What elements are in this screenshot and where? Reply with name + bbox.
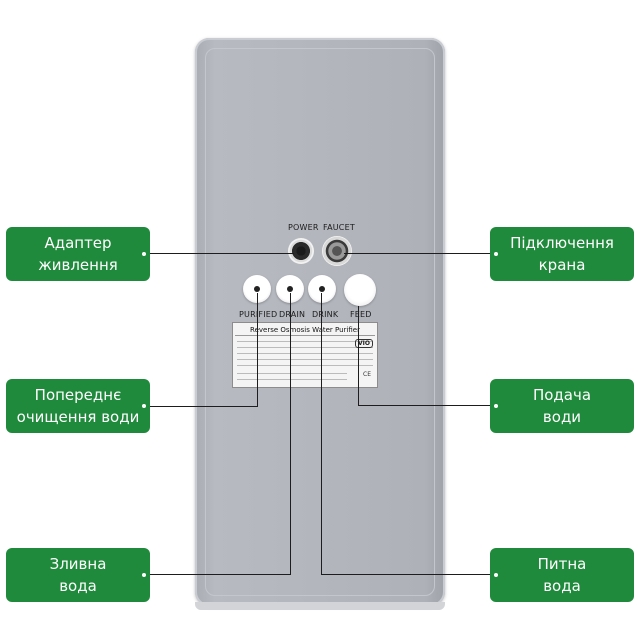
callout-faucet-connection: Підключення крана <box>490 227 634 281</box>
callout-dot <box>494 252 498 256</box>
callout-line-1: Зливна <box>49 555 107 573</box>
power-socket-icon <box>288 238 314 264</box>
callout-line-1: Підключення <box>510 234 614 252</box>
leader-line-feed <box>358 405 490 406</box>
power-port-label: POWER <box>288 223 319 232</box>
callout-line-2: води <box>542 408 582 426</box>
ce-mark: CE <box>363 371 371 378</box>
callout-dot <box>494 404 498 408</box>
callout-water-feed: Подача води <box>490 379 634 433</box>
leader-line-prefilter <box>150 406 258 407</box>
callout-drinking-water: Питна вода <box>490 548 634 602</box>
leader-line-faucet <box>344 253 490 254</box>
leader-line-feed-v <box>358 306 359 406</box>
feed-inlet-cap-icon <box>344 274 376 306</box>
drink-port-label: DRINK <box>312 310 339 319</box>
panel-foot <box>195 602 445 610</box>
leader-line-drain <box>150 574 291 575</box>
sticker-row <box>237 347 373 348</box>
leader-line-drink-v <box>321 293 322 575</box>
drain-port-label: DRAIN <box>279 310 306 319</box>
callout-line-1: Подача <box>532 386 592 404</box>
callout-line-2: крана <box>538 256 586 274</box>
sticker-row <box>237 353 373 354</box>
drink-fitting-icon <box>308 275 336 303</box>
sticker-row <box>237 341 373 342</box>
callout-line-1: Попереднє <box>34 386 122 404</box>
sticker-row <box>237 373 347 374</box>
faucet-connector-icon <box>322 236 352 266</box>
callout-drain-water: Зливна вода <box>6 548 150 602</box>
callout-line-2: вода <box>59 577 97 595</box>
leader-line-drink <box>321 574 490 575</box>
callout-line-2: вода <box>543 577 581 595</box>
purified-port-label: PURIFIED <box>239 310 278 319</box>
feed-port-label: FEED <box>350 310 372 319</box>
spec-sticker: Reverse Osmosis Water Purifier VIO CE <box>232 322 378 388</box>
leader-line-power <box>150 253 294 254</box>
callout-line-1: Адаптер <box>44 234 112 252</box>
callout-dot <box>142 404 146 408</box>
sticker-row <box>237 359 373 360</box>
callout-line-2: очищення води <box>16 408 140 426</box>
faucet-port-label: FAUCET <box>323 223 355 232</box>
panel-inner-frame <box>205 48 435 596</box>
callout-dot <box>142 252 146 256</box>
sticker-row <box>237 365 373 366</box>
callout-line-2: живлення <box>38 256 118 274</box>
leader-line-drain-v <box>290 293 291 575</box>
callout-dot <box>142 573 146 577</box>
callout-pre-filter: Попереднє очищення води <box>6 379 150 433</box>
leader-line-prefilter-v <box>257 293 258 407</box>
callout-dot <box>494 573 498 577</box>
sticker-logo: VIO <box>355 339 373 348</box>
callout-line-1: Питна <box>537 555 587 573</box>
callout-power-adapter: Адаптер живлення <box>6 227 150 281</box>
sticker-row <box>237 379 347 380</box>
sticker-title: Reverse Osmosis Water Purifier <box>235 325 375 336</box>
